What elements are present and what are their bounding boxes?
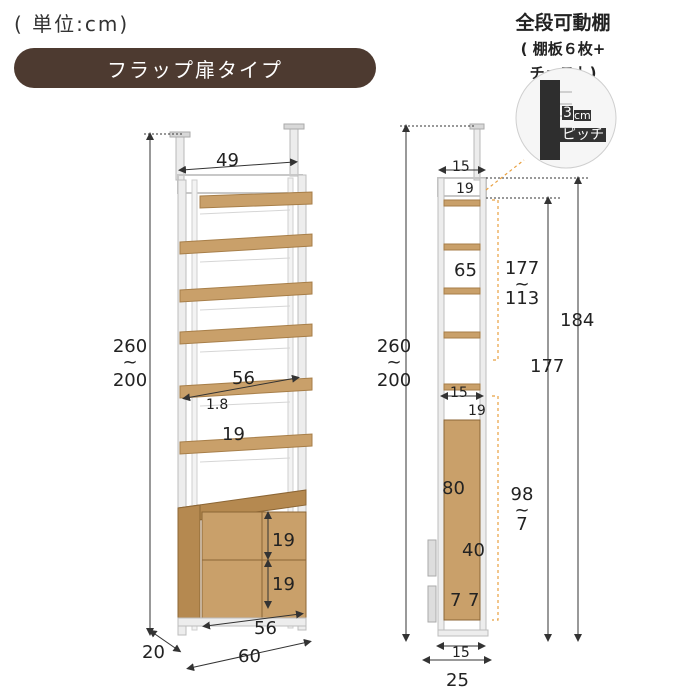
front-shelf-thickness: 1.8 [206,397,229,413]
side-chest-inner: 40 [462,540,485,561]
callout-title: 全段可動棚 [515,12,611,34]
side-base [437,629,489,637]
front-right-pole-cap [283,123,305,130]
shelf-2 [179,233,313,255]
front-base-depth: 20 [142,642,165,663]
side-lower-range-tilde: ~ [514,500,530,521]
front-height-range-top: 260 [112,336,148,357]
side-handle-upper [427,539,437,577]
side-total-range-tilde: ~ [386,352,402,373]
type-banner: フラップ扉タイプ [14,48,376,88]
side-shelves [443,199,481,391]
front-right-frame [297,174,307,631]
side-range-brackets [485,159,525,621]
side-mid-gap: 19 [468,403,486,419]
side-top-depth: 15 [452,159,470,175]
front-left-frame [177,179,187,636]
side-height-184: 184 [560,310,595,331]
side-lower-range-top: 98 [510,484,534,505]
front-drawer-upper: 19 [272,530,295,551]
side-height-177: 177 [530,356,565,377]
chest-drawer-lower [201,559,307,619]
type-banner-label: フラップ扉タイプ [107,57,283,82]
front-base-width: 60 [238,646,261,667]
unit-label: ( 単位:cm) [14,12,130,36]
chest-side [177,504,201,626]
front-base-inner-width: 56 [254,618,277,639]
front-inner-left-frame [191,179,198,631]
side-handle-lower [427,585,437,623]
side-upper-range-bottom: 113 [504,288,540,309]
front-shelf-width: 56 [232,368,255,389]
side-leg-left: 7 [450,590,462,611]
front-drawer-lower: 19 [272,574,295,595]
front-left-pole [175,133,185,181]
front-height-range-bottom: 200 [112,370,148,391]
side-upper-range-tilde: ~ [514,274,530,295]
front-shelf-depth: 19 [222,424,245,445]
side-mid-depth: 15 [450,385,468,401]
callout-subtitle-line1: ( 棚板６枚+ [520,40,606,58]
shelf-3 [179,281,313,303]
front-height-range-tilde: ~ [122,352,138,373]
front-chest [177,489,307,626]
shelf-1 [199,191,313,209]
callout-pitch-value: 3 [562,105,573,121]
side-total-range-top: 260 [376,336,412,357]
side-pole [473,125,481,181]
shelf-6 [179,433,313,455]
side-upper-gap: 65 [454,260,477,281]
side-upper-range-top: 177 [504,258,540,279]
side-lower-range-bottom: 7 [516,514,528,535]
front-base [177,617,307,627]
front-top-width: 49 [216,150,239,171]
side-chest [443,419,481,621]
callout-pitch-label: ピッチ [560,127,606,143]
side-total-range-bottom: 200 [376,370,412,391]
side-chest-height: 80 [442,478,465,499]
side-view-unit [427,123,489,637]
side-leg-right: 7 [468,590,480,611]
front-dimension-lines [144,132,312,672]
side-top-gap: 19 [456,181,474,197]
shelf-4 [179,323,313,345]
side-dimension-lines [400,124,590,664]
front-right-pole [289,125,299,177]
side-base-depth: 15 [452,645,470,661]
side-total-depth: 25 [446,670,469,691]
side-back-frame [437,177,445,637]
front-back-wires [199,209,291,463]
callout-pitch-unit: cm [574,109,591,122]
